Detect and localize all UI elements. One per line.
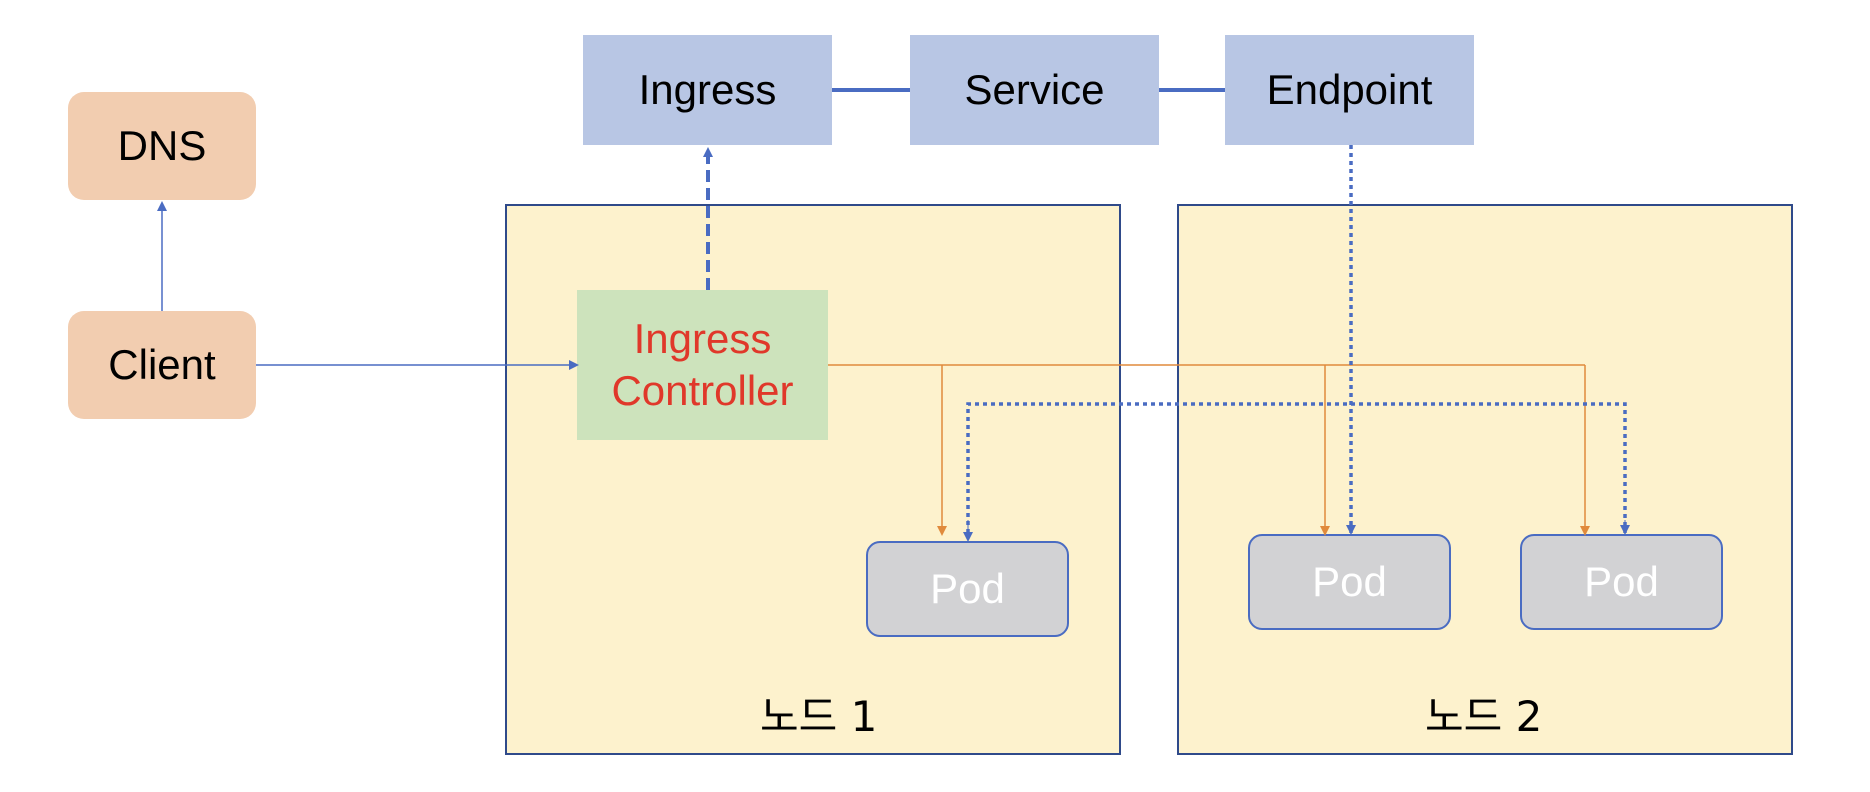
dns-label: DNS: [117, 122, 207, 169]
node2-pod-b-label: Pod: [1584, 558, 1659, 605]
endpoint-fanout-bus: [966, 402, 1627, 533]
client-box: Client: [68, 311, 256, 419]
ingress-label: Ingress: [638, 66, 777, 113]
node2-pod-b: Pod: [1520, 534, 1723, 630]
ingress-box: Ingress: [583, 35, 832, 145]
node2-pod-a-label: Pod: [1312, 558, 1387, 605]
node2-pod-a: Pod: [1248, 534, 1451, 630]
node-2-label: 노드 2: [1425, 692, 1543, 741]
endpoint-label: Endpoint: [1266, 66, 1433, 113]
node-2-box: [1177, 204, 1793, 755]
ingress-controller-line2: Controller: [611, 367, 794, 414]
endpoint-box: Endpoint: [1225, 35, 1474, 145]
service-label: Service: [964, 66, 1105, 113]
service-box: Service: [910, 35, 1159, 145]
node1-pod-label: Pod: [930, 565, 1005, 612]
client-label: Client: [108, 341, 216, 388]
ingress-controller-line1: Ingress: [633, 315, 772, 362]
node1-pod: Pod: [866, 541, 1069, 637]
ingress-controller-box: Ingress Controller: [577, 290, 828, 440]
dns-box: DNS: [68, 92, 256, 200]
node-1-label: 노드 1: [760, 692, 878, 741]
